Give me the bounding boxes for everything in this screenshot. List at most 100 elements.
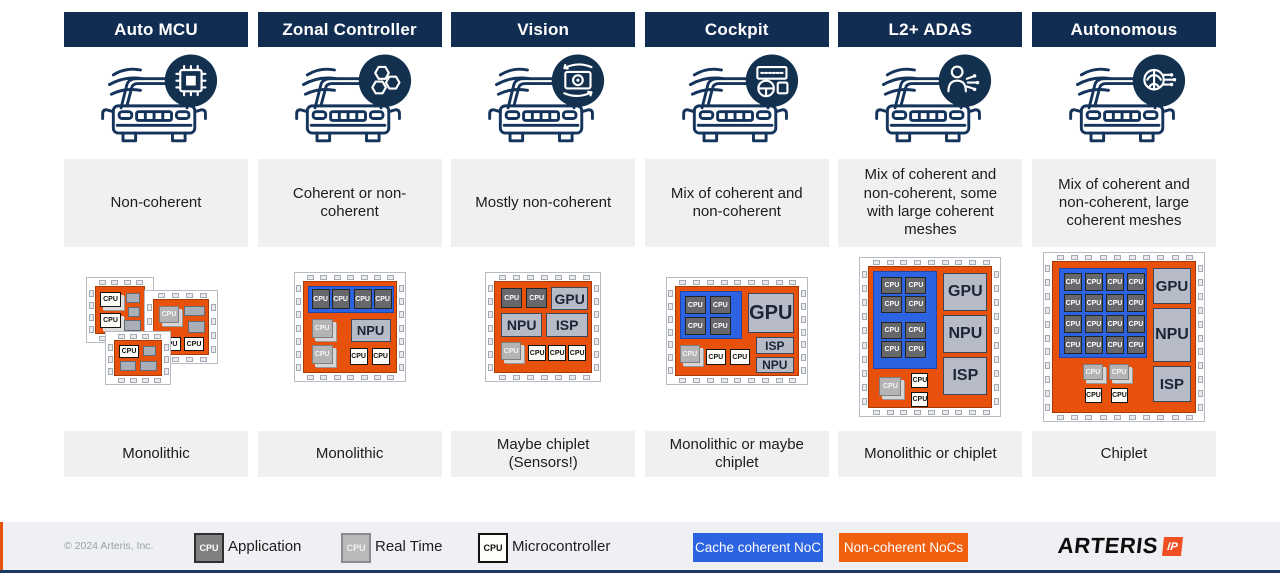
chip-pin [861, 299, 867, 306]
chip-pin [1197, 320, 1203, 328]
mcu-chip-icon [101, 54, 218, 143]
chip-pin [1128, 415, 1136, 420]
chip-pin [594, 285, 600, 293]
chip-pin [861, 284, 867, 292]
chip-pin [994, 370, 1000, 377]
arteris-ip-badge: IP [1162, 536, 1184, 556]
dashboard-icon [681, 54, 798, 143]
application-cpu-block: CPU [1126, 273, 1145, 291]
chip-pin [141, 378, 149, 383]
chip-pin [692, 378, 700, 383]
chip-pin [734, 279, 742, 285]
chip-pin [1197, 265, 1203, 273]
chip-pin [1056, 415, 1064, 420]
chip-pin [347, 274, 355, 280]
chip-pin [861, 355, 867, 363]
camera-icon [488, 54, 605, 143]
chip-pin [1045, 375, 1051, 383]
application-cpu-block: CPU [1084, 294, 1103, 312]
chip-pin [1071, 254, 1079, 260]
chip-pin [1197, 348, 1203, 356]
coherence-box-cockpit: Mix of coherent and non-coherent [644, 159, 829, 247]
chip-pin [1143, 254, 1151, 260]
chip-pin [748, 279, 756, 285]
chip-pin [861, 270, 867, 278]
chip-pin [1128, 254, 1136, 260]
integration-box-vision: Maybe chiplet (Sensors!) [451, 431, 636, 477]
chip-pin [296, 298, 302, 306]
chip-pin [1114, 415, 1122, 420]
chip-pin [1045, 348, 1051, 356]
application-cpu-block: CPU [881, 277, 903, 294]
badge-circle [745, 54, 798, 107]
chip-pin [107, 343, 113, 351]
arteris-logo: ARTERIS IP [1056, 522, 1184, 570]
chip-pin [320, 375, 328, 380]
chip-pin [679, 378, 687, 383]
coherence-box-auto-mcu: Non-coherent [64, 159, 248, 247]
chip-pin [88, 313, 94, 321]
microcontroller-cpu-block: CPU [1110, 388, 1128, 403]
chip-pin [1197, 306, 1203, 314]
chip-pin [1197, 293, 1203, 301]
application-cpu-block: CPU [501, 288, 523, 308]
footer-accent-strip [0, 522, 3, 573]
car-icon-area [838, 47, 1022, 154]
chip-pin [720, 279, 728, 285]
application-cpu-block: CPU [1063, 315, 1082, 333]
npu-block: NPU [1152, 308, 1191, 362]
chip-pin [360, 375, 368, 380]
chip-pin [1085, 254, 1093, 260]
chip-pin [679, 279, 687, 285]
chip-pin [1045, 389, 1051, 397]
arteris-wordmark: ARTERIS [1056, 533, 1160, 558]
chip-pin [955, 259, 963, 265]
badge-circle [939, 54, 992, 107]
chip-pin [111, 279, 119, 285]
chip-pin [117, 333, 125, 339]
chip-pin [761, 279, 769, 285]
chip-pin [1045, 362, 1051, 370]
chip-pin [146, 303, 152, 311]
gpu-block: GPU [551, 287, 589, 310]
chip-pin [398, 285, 404, 293]
chip-pin [1045, 279, 1051, 287]
application-cpu-block: CPU [1105, 315, 1124, 333]
column-header-autonomous: Autonomous [1031, 12, 1216, 47]
chip-pin [861, 341, 867, 349]
chip-pin [211, 345, 216, 353]
chip-pin [146, 317, 152, 325]
chip-pin [594, 324, 600, 332]
chip-pin [706, 279, 714, 285]
chip-pin [1171, 254, 1179, 260]
chip-pin [668, 341, 674, 349]
npu-block: NPU [501, 313, 543, 337]
coherence-box-autonomous: Mix of coherent and non-coherent, large … [1031, 159, 1216, 247]
chip-pin [1045, 293, 1051, 301]
application-cpu-block: CPU [1126, 336, 1145, 354]
application-cpu-block: CPU [905, 277, 927, 294]
application-cpu-block: CPU [353, 289, 372, 309]
car-icon-area [451, 47, 635, 154]
application-cpu-block: CPU [526, 288, 548, 308]
footer-bar: © 2024 Arteris, Inc. CPU Application CPU… [0, 522, 1280, 570]
chip-pin [800, 341, 806, 349]
chip-pin [1045, 403, 1051, 411]
chip-pin [994, 299, 1000, 306]
chip-pin [296, 350, 302, 358]
application-cpu-block: CPU [1105, 294, 1124, 312]
chip-pin [512, 375, 520, 380]
chip-pin [171, 292, 179, 298]
chip-pin [1186, 254, 1194, 260]
badge-circle [358, 54, 411, 107]
chip-pin [373, 274, 381, 280]
car-icon-area [645, 47, 829, 154]
car-icon-area [1032, 47, 1216, 154]
application-cpu-block: CPU [1105, 273, 1124, 291]
chip-pin [498, 274, 506, 280]
